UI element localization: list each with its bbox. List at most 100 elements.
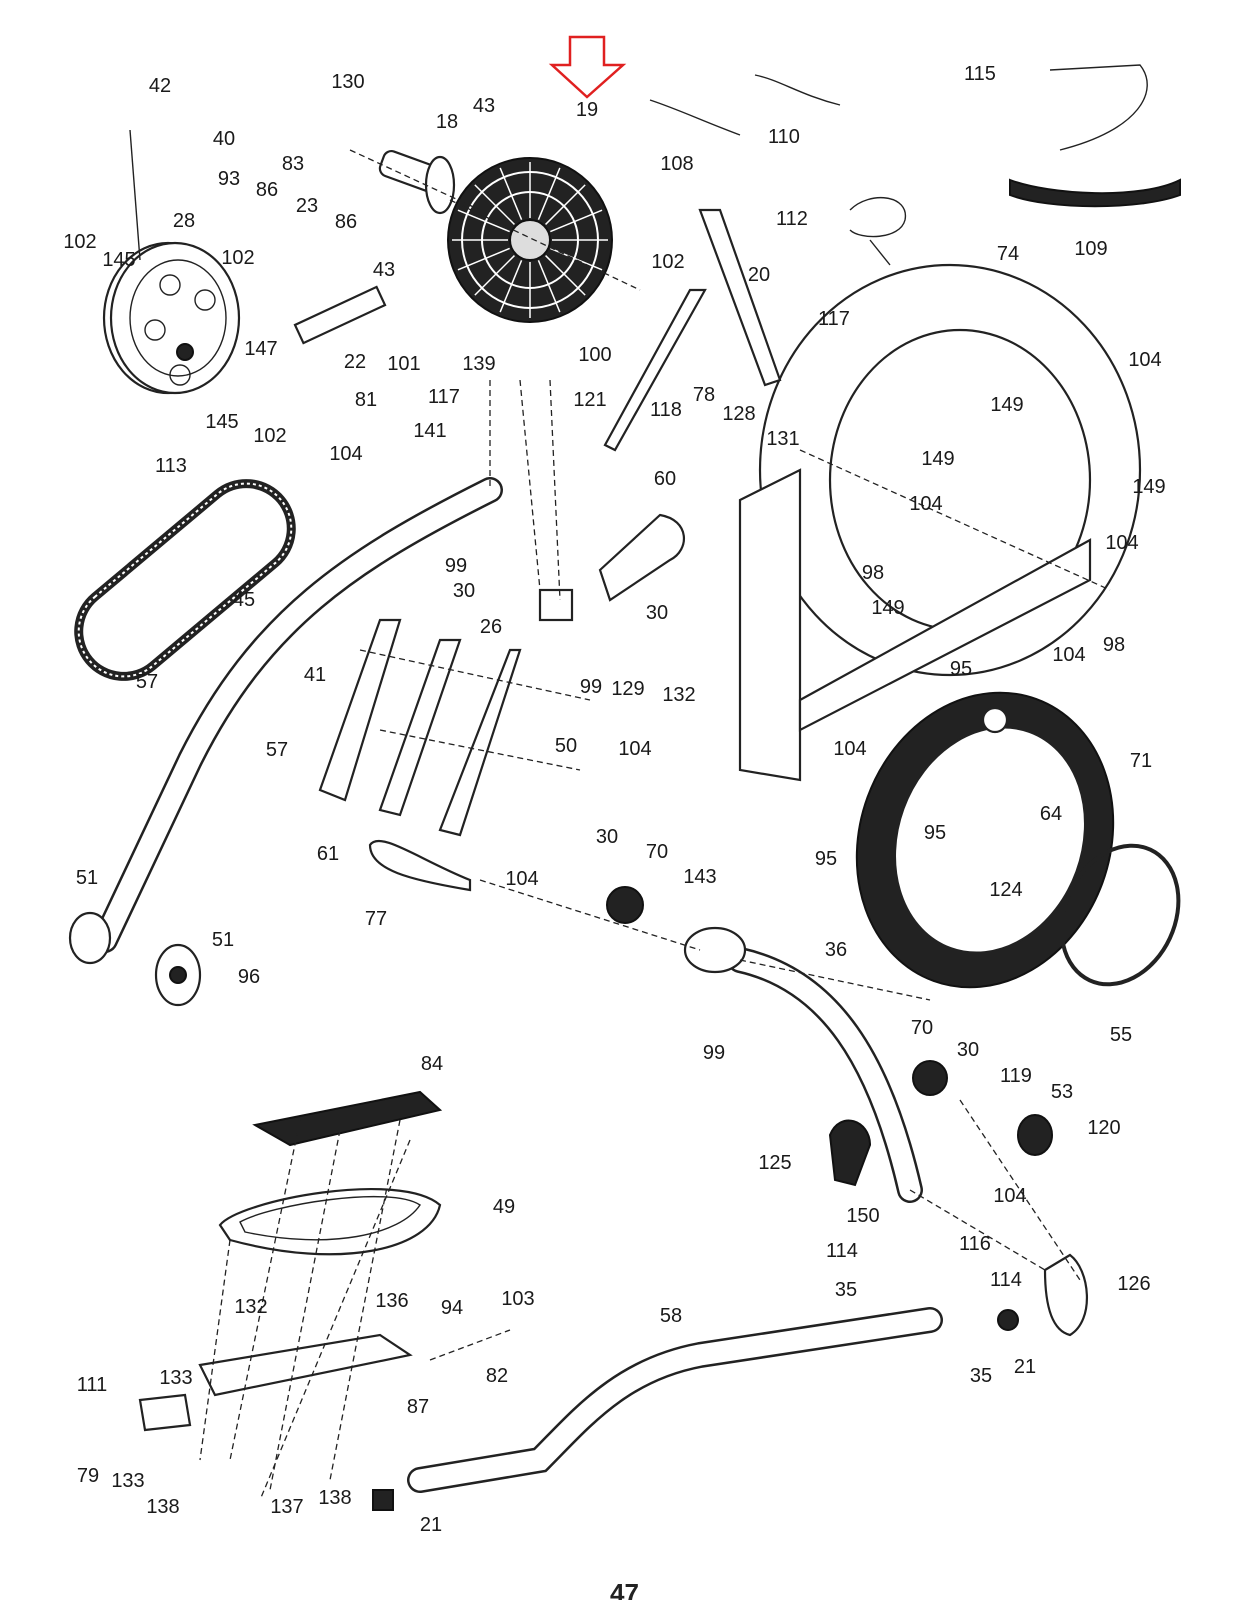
part-roller (997, 1309, 1019, 1331)
part-chest-strap (1009, 178, 1181, 208)
part-frame-shroud (738, 263, 1142, 782)
callout-133: 133 (159, 1367, 192, 1389)
callout-104: 104 (909, 493, 942, 515)
callout-82: 82 (486, 1365, 508, 1387)
part-ring (1059, 843, 1181, 987)
assembly-line (739, 959, 931, 1001)
callout-50: 50 (555, 735, 577, 757)
callout-124: 124 (989, 879, 1022, 901)
callout-70: 70 (646, 841, 668, 863)
callout-150: 150 (846, 1205, 879, 1227)
assembly-line (429, 1329, 511, 1361)
callout-64: 64 (1040, 803, 1062, 825)
part-sprocket (606, 886, 644, 924)
callout-21: 21 (1014, 1356, 1036, 1378)
assembly-line (959, 1099, 1081, 1281)
part-belt (74, 479, 296, 681)
part-bearing-housing (538, 588, 574, 622)
callout-35: 35 (970, 1365, 992, 1387)
callout-18: 18 (436, 111, 458, 133)
callout-61: 61 (317, 843, 339, 865)
callout-149: 149 (871, 597, 904, 619)
part-wheel (102, 129, 241, 395)
callout-95: 95 (815, 848, 837, 870)
callout-99: 99 (580, 676, 602, 698)
assembly-line (359, 649, 591, 701)
assembly-line (549, 379, 561, 601)
callout-98: 98 (862, 562, 884, 584)
part-bracket (598, 513, 685, 602)
callout-30: 30 (596, 826, 618, 848)
callout-102: 102 (63, 231, 96, 253)
assembly-line (329, 1119, 401, 1481)
assembly-line (229, 1119, 301, 1461)
callout-104: 104 (505, 868, 538, 890)
callout-112: 112 (776, 208, 808, 230)
callout-138: 138 (318, 1487, 351, 1509)
part-upright (603, 208, 782, 452)
callout-103: 103 (501, 1288, 534, 1310)
callout-70: 70 (911, 1017, 933, 1039)
callout-131: 131 (766, 428, 799, 450)
callout-49: 49 (493, 1196, 515, 1218)
callout-113: 113 (155, 455, 187, 477)
callout-102: 102 (221, 247, 254, 269)
callout-136: 136 (375, 1290, 408, 1312)
callout-83: 83 (282, 153, 304, 175)
callout-129: 129 (611, 678, 644, 700)
callout-128: 128 (722, 403, 755, 425)
callout-30: 30 (957, 1039, 979, 1061)
callout-43: 43 (473, 95, 495, 117)
callout-51: 51 (76, 867, 98, 889)
assembly-line (519, 379, 541, 591)
callout-95: 95 (950, 658, 972, 680)
assembly-line (259, 1139, 411, 1501)
part-upper-arm (68, 477, 503, 1007)
callout-116: 116 (959, 1233, 991, 1255)
callout-21: 21 (420, 1514, 442, 1536)
callout-149: 149 (921, 448, 954, 470)
assembly-lines (199, 149, 1111, 1501)
callout-121: 121 (573, 389, 606, 411)
callout-28: 28 (173, 210, 195, 232)
part-flywheel (447, 157, 613, 323)
callout-109: 109 (1074, 238, 1107, 260)
callout-133: 133 (111, 1470, 144, 1492)
assembly-line (379, 729, 581, 771)
callout-104: 104 (1052, 644, 1085, 666)
part-side-cover (855, 691, 1115, 989)
part-end-cap (1043, 1253, 1089, 1337)
callout-104: 104 (993, 1185, 1026, 1207)
callout-145: 145 (102, 249, 135, 271)
callout-110: 110 (768, 126, 800, 148)
callout-86: 86 (256, 179, 278, 201)
callout-58: 58 (660, 1305, 682, 1327)
part-crank-arm (683, 926, 923, 1203)
callout-23: 23 (296, 195, 318, 217)
callout-79: 79 (77, 1465, 99, 1487)
callout-104: 104 (833, 738, 866, 760)
callout-36: 36 (825, 939, 847, 961)
part-wire-108 (649, 99, 741, 136)
assembly-line (799, 449, 1111, 591)
callout-40: 40 (213, 128, 235, 150)
part-bracket-22 (293, 285, 387, 345)
callout-104: 104 (1128, 349, 1161, 371)
callout-19: 19 (576, 99, 598, 121)
callout-84: 84 (421, 1053, 443, 1075)
callout-102: 102 (651, 251, 684, 273)
callout-104: 104 (1105, 532, 1138, 554)
part-strap-115 (1049, 64, 1148, 151)
callout-78: 78 (693, 384, 715, 406)
callout-71: 71 (1130, 750, 1152, 772)
assembly-line (269, 1129, 341, 1491)
part-bracket (828, 1119, 872, 1187)
callout-93: 93 (218, 168, 240, 190)
callout-45: 45 (233, 589, 255, 611)
callout-115: 115 (964, 63, 996, 85)
callout-114: 114 (826, 1240, 858, 1262)
callout-137: 137 (270, 1496, 303, 1518)
callout-117: 117 (818, 308, 850, 330)
